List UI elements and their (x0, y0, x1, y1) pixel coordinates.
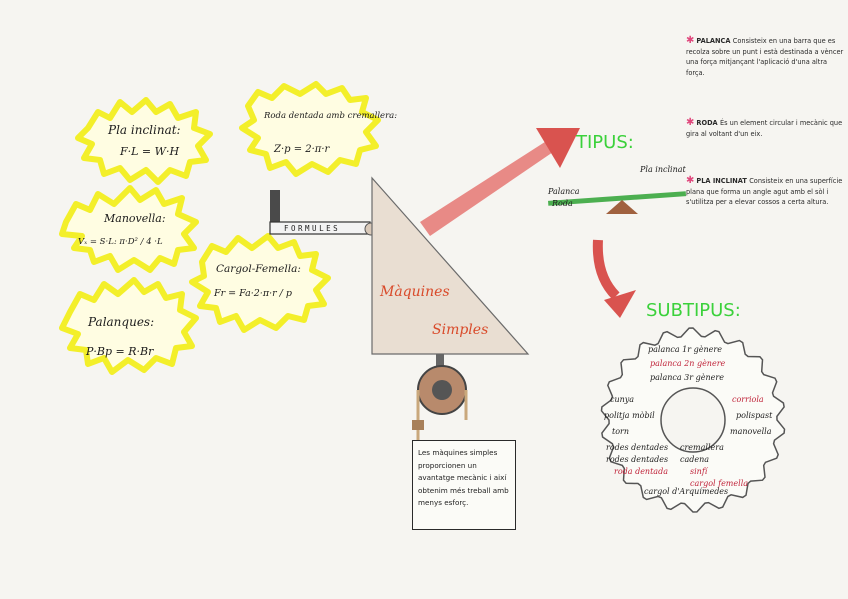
subtipus-item: cunya (610, 395, 634, 404)
definition-term: PALANCA (696, 37, 732, 45)
central-title-1: Màquines (379, 284, 450, 300)
star-icon: ✱ (686, 175, 694, 186)
subtipus-heading: SUBTIPUS: (646, 300, 741, 321)
definition-term: RODA (696, 119, 720, 127)
definition-roda: ✱RODA És un element circular i mecànic q… (686, 118, 846, 139)
formula-text: Fr = Fa·2·π·r / p (213, 288, 292, 299)
formules-label: FORMULES (284, 224, 340, 233)
subtipus-item: polispast (736, 411, 773, 420)
subtipus-item: politja mòbil (604, 411, 655, 420)
star-icon: ✱ (686, 35, 694, 46)
pulley-drawing (412, 354, 466, 440)
lever-drawing: Palanca Roda Pla inclinat (547, 165, 686, 214)
formules-sign: FORMULES (270, 190, 377, 235)
definition-palanca: ✱PALANCA Consisteix en una barra que es … (686, 36, 846, 78)
subtipus-item: palanca 1r gènere (648, 345, 722, 354)
tipus-pla: Pla inclinat (639, 165, 686, 174)
subtipus-item: palanca 3r gènere (650, 373, 724, 382)
tipus-heading: TIPUS: (575, 132, 634, 153)
definition-pla-inclinat: ✱PLA INCLINAT Consisteix en una superfíc… (686, 176, 846, 208)
formula-title: Roda dentada amb cremallera: (263, 111, 397, 121)
formula-title: Palanques: (87, 315, 154, 329)
tipus-palanca: Palanca (547, 187, 580, 196)
formula-text: Vₓ = S·L: π·D² / 4 ·L (78, 237, 163, 247)
formula-title: Manovella: (103, 212, 166, 225)
formula-cloud-palanques: Palanques: P·Bp = R·Br (62, 280, 196, 372)
tipus-roda: Roda (551, 199, 573, 208)
arrow-to-subtipus (598, 240, 636, 318)
subtipus-item: cadena (680, 455, 709, 464)
definition-term: PLA INCLINAT (696, 177, 749, 185)
subtipus-item: corriola (732, 395, 764, 404)
subtipus-item: sinfí (690, 467, 709, 476)
formula-cloud-pla-inclinat: Pla inclinat: F·L = W·H (78, 100, 210, 182)
formula-cloud-cargol-femella: Cargol-Femella: Fr = Fa·2·π·r / p (192, 236, 328, 330)
subtipus-item: cargol d'Arquímedes (644, 487, 728, 496)
star-icon: ✱ (686, 117, 694, 128)
formula-cloud-roda-dentada: Roda dentada amb cremallera: Z·p = 2·π·r (242, 84, 397, 174)
formula-text: Z·p = 2·π·r (273, 144, 331, 155)
formula-text: P·Bp = R·Br (85, 345, 154, 358)
formula-cloud-manovella: Manovella: Vₓ = S·L: π·D² / 4 ·L (62, 188, 196, 270)
arrow-to-tipus (420, 128, 580, 236)
subtipus-item: cremallera (680, 443, 724, 452)
subtipus-item: rodes dentades (606, 455, 668, 464)
subtipus-item: roda dentada (614, 467, 668, 476)
central-title-2: Simples (432, 322, 488, 338)
subtipus-item: rodes dentades (606, 443, 668, 452)
subtipus-item: manovella (730, 427, 772, 436)
subtipus-item: torn (612, 427, 629, 436)
subtipus-item: palanca 2n gènere (650, 359, 726, 368)
description-box: Les màquines simples proporcionen un ava… (412, 440, 516, 530)
formula-title: Cargol-Femella: (216, 263, 301, 275)
formula-text: F·L = W·H (119, 145, 179, 158)
formula-title: Pla inclinat: (107, 123, 181, 137)
